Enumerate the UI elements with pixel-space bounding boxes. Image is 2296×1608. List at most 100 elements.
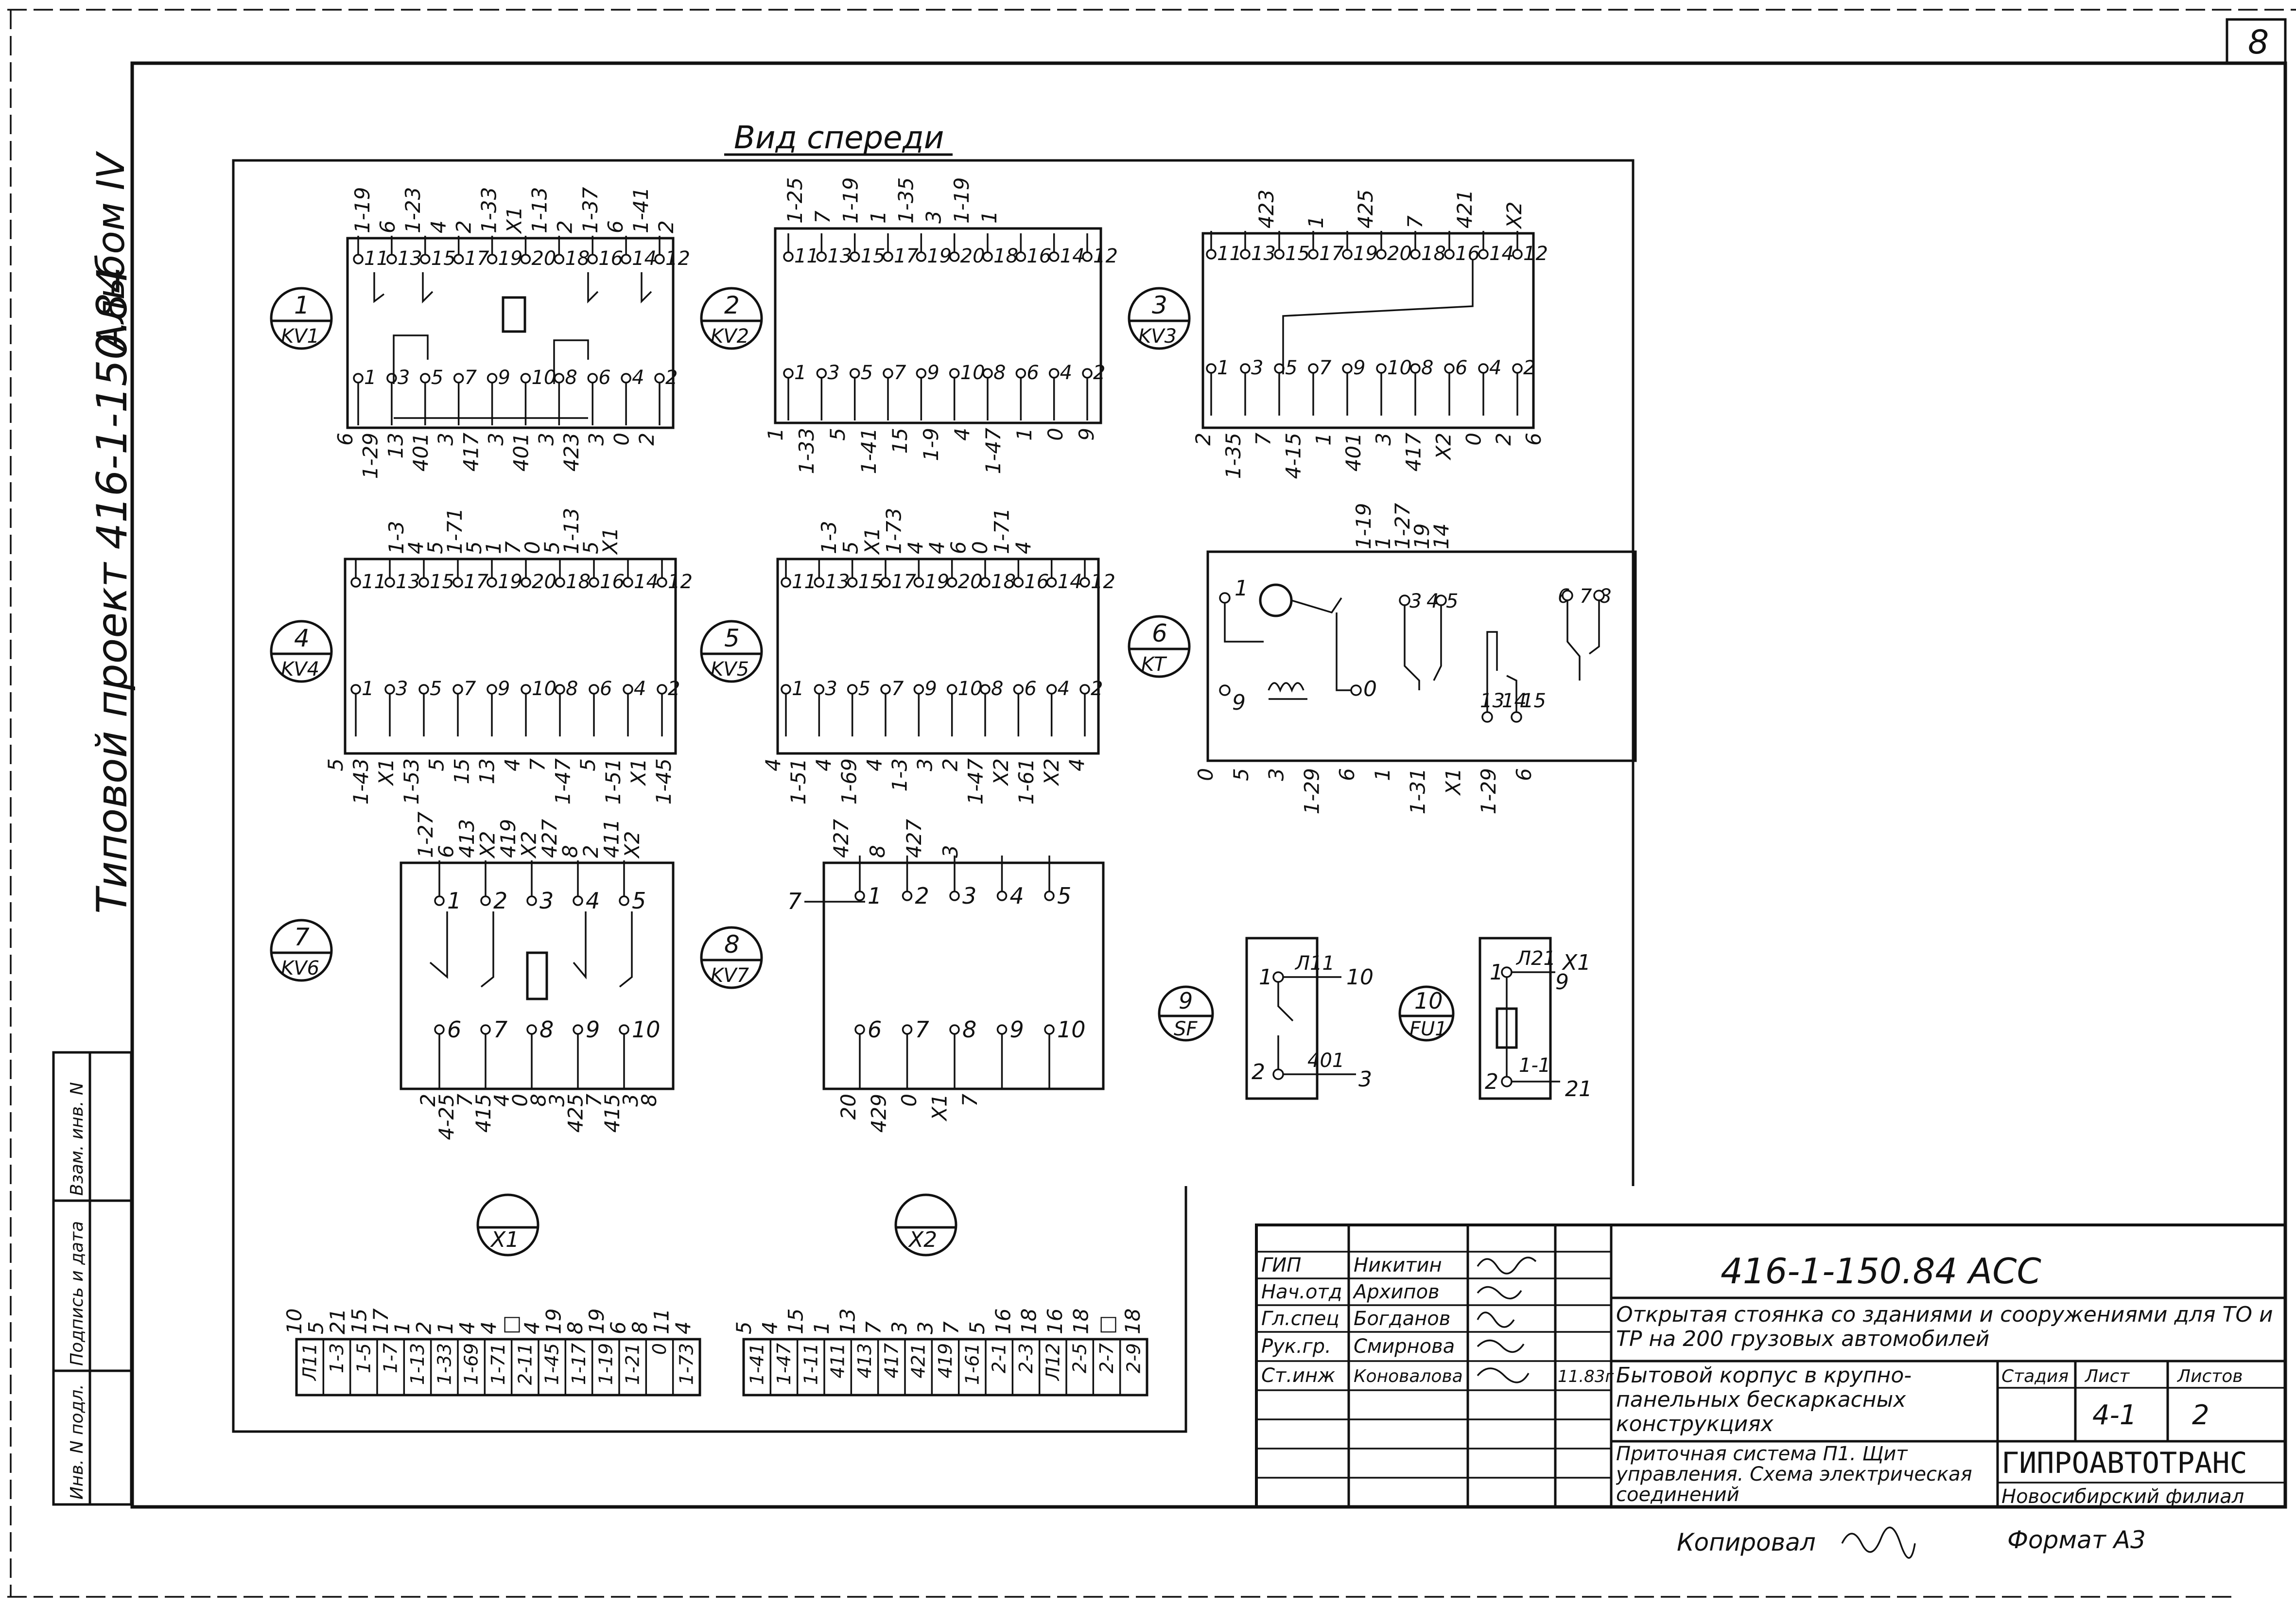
pin-dot bbox=[1240, 363, 1251, 374]
wire-label: 1-71 bbox=[443, 508, 467, 554]
wire-label: 401 bbox=[409, 433, 433, 472]
wire-label: 425 bbox=[1354, 190, 1377, 228]
wire-label: 8 bbox=[527, 1094, 551, 1107]
view-title: Вид спереди bbox=[734, 120, 944, 156]
pin-label: 4 bbox=[634, 678, 646, 700]
terminal-cell: 1-13 bbox=[407, 1343, 428, 1385]
pin-label: 2 bbox=[1091, 678, 1103, 700]
pin-label: 9 bbox=[927, 362, 939, 384]
pin-dot bbox=[1013, 684, 1024, 695]
pin-label: 3 bbox=[398, 367, 410, 389]
pin-dot bbox=[949, 891, 960, 901]
device-sf-wire-401: 401 bbox=[1307, 1049, 1344, 1072]
wire-label: 423 bbox=[559, 433, 583, 472]
pin-label: 8 bbox=[1421, 357, 1433, 379]
wire-label: 2 bbox=[579, 845, 603, 858]
wire-label: 7 bbox=[1252, 433, 1275, 446]
wire-label: 6 bbox=[435, 845, 458, 858]
pin-dot bbox=[1046, 684, 1057, 695]
wire-label: 1 bbox=[810, 1321, 834, 1334]
wire-label: 6 bbox=[1512, 768, 1536, 781]
terminal-cell: Л12 bbox=[1042, 1343, 1063, 1381]
pin-dot bbox=[453, 373, 464, 384]
wire-label: 6 bbox=[604, 220, 627, 233]
pin-label: 6 bbox=[598, 367, 610, 389]
pin-label: 7 bbox=[493, 1016, 507, 1043]
pin-label: 9 bbox=[924, 678, 937, 700]
pin-dot bbox=[1410, 249, 1421, 260]
stamp-field-sign: Подпись и дата bbox=[67, 1221, 87, 1366]
wire-label: 1-29 bbox=[359, 433, 383, 479]
pin-label: 2 bbox=[493, 888, 507, 914]
pin-dot bbox=[587, 254, 598, 264]
pin-label: 6 bbox=[600, 678, 612, 700]
pin-dot bbox=[814, 577, 825, 588]
pin-label: 8 bbox=[565, 367, 577, 389]
wire-label: 1-51 bbox=[786, 758, 810, 804]
pin-label: 11 bbox=[364, 247, 389, 270]
wire-label: 419 bbox=[496, 819, 520, 858]
pin-dot bbox=[996, 1024, 1008, 1035]
pin-dot bbox=[487, 254, 498, 264]
pin-dot bbox=[816, 368, 827, 379]
wire-label: 5 bbox=[324, 758, 348, 771]
terminal-cell: 1-7 bbox=[380, 1343, 401, 1373]
wire-label: 4 bbox=[671, 1321, 695, 1334]
svg-text:KT: KT bbox=[1141, 653, 1167, 676]
wire-label: 427 bbox=[902, 819, 926, 858]
pin-dot bbox=[781, 684, 791, 695]
pin-dot bbox=[1376, 363, 1387, 374]
terminal-cell: 0 bbox=[649, 1343, 670, 1355]
diagram-border bbox=[232, 159, 1635, 1433]
wire-label: 1-23 bbox=[401, 187, 425, 233]
device-kt-label: 6 KT bbox=[1128, 615, 1191, 678]
pin-label: 8 bbox=[991, 678, 1003, 700]
wire-label: 1-69 bbox=[837, 758, 861, 804]
wire-label: 9 bbox=[1075, 428, 1098, 441]
svg-text:2: 2 bbox=[1485, 1069, 1498, 1094]
device-kv6-label: 7 KV6 bbox=[270, 919, 333, 982]
pin-dot bbox=[1082, 251, 1093, 262]
role-2: Гл.спец bbox=[1261, 1308, 1339, 1330]
pin-label: 1 bbox=[364, 367, 376, 389]
wire-label: 5 bbox=[423, 541, 447, 554]
pin-dot bbox=[654, 373, 665, 384]
terminal-cell: 1-19 bbox=[595, 1343, 616, 1385]
wire-label: 1 bbox=[1371, 768, 1394, 781]
name-0: Никитин bbox=[1354, 1254, 1442, 1276]
pin-dot bbox=[554, 373, 565, 384]
pin-dot bbox=[487, 373, 498, 384]
wire-label: 3 bbox=[545, 1094, 569, 1107]
pin-dot bbox=[1206, 363, 1217, 374]
wire-label: 8 bbox=[866, 845, 889, 858]
wire-label: 5 bbox=[732, 1321, 756, 1334]
wire-label: 7 bbox=[958, 1094, 982, 1107]
pin-label: 9 bbox=[1010, 1016, 1024, 1043]
wire-label: 3 bbox=[619, 1094, 643, 1107]
pin-dot bbox=[589, 684, 599, 695]
wire-label: 401 bbox=[509, 433, 533, 472]
wire-label: 2 bbox=[635, 433, 659, 446]
pin-dot bbox=[621, 254, 631, 264]
pin-dot bbox=[623, 577, 633, 588]
svg-text:KV7: KV7 bbox=[711, 964, 749, 987]
terminal-cell: 1-17 bbox=[568, 1343, 590, 1385]
wire-label: 3 bbox=[939, 845, 962, 858]
wire-label: 401 bbox=[1341, 433, 1365, 472]
pin-label: 17 bbox=[464, 571, 488, 593]
wire-label: 4 bbox=[477, 1321, 501, 1334]
terminal-cell: 2-9 bbox=[1123, 1343, 1144, 1373]
wire-label: 0 bbox=[968, 541, 992, 554]
wire-label: X2 bbox=[1502, 202, 1526, 230]
wire-label: 1 bbox=[434, 1321, 457, 1334]
